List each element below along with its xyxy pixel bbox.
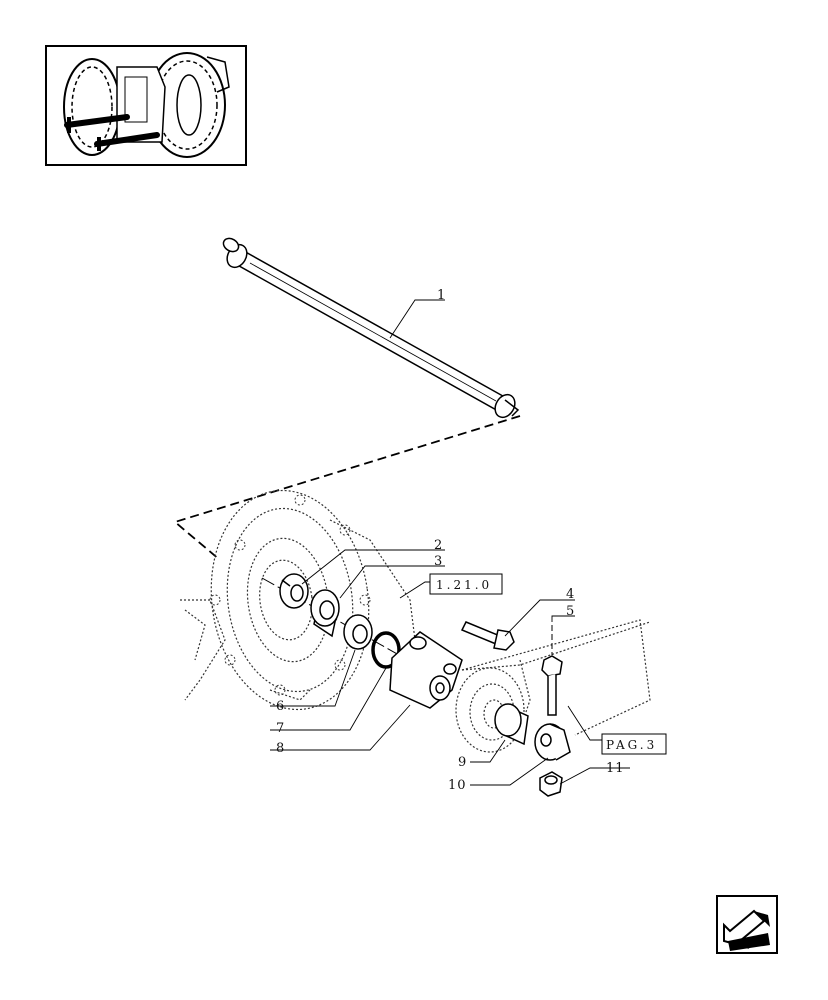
ref-box-page[interactable]: PAG.3	[601, 733, 667, 755]
ref-page-label: PAG.3	[606, 738, 657, 752]
rod-part	[222, 237, 520, 419]
flange-bolt-holes	[209, 494, 371, 696]
callout-9: 9	[458, 755, 467, 770]
callout-4: 4	[566, 587, 575, 602]
bearing-eye-part	[534, 723, 571, 761]
overview-thumbnail[interactable]	[45, 45, 247, 166]
bush-part-3	[494, 703, 529, 746]
callout-10: 10	[448, 778, 467, 793]
callout-7: 7	[276, 721, 285, 736]
callout-3: 3	[434, 554, 443, 569]
flange-support-part	[389, 631, 463, 709]
nut-part	[539, 771, 563, 797]
ref-group-label: 1.21.0	[436, 578, 492, 592]
callout-1: 1	[437, 288, 446, 303]
vertical-bolt-part	[541, 625, 563, 716]
back-navigation-button[interactable]	[716, 895, 778, 954]
connection-line	[173, 415, 521, 561]
ref-box-group[interactable]: 1.21.0	[429, 573, 503, 595]
axle-housing	[180, 489, 416, 711]
bush-part	[310, 589, 340, 638]
tractor-rear-hitch-icon	[63, 52, 230, 158]
o-ring-part	[371, 631, 401, 669]
split-ring-part	[279, 573, 309, 609]
callout-5: 5	[566, 604, 575, 619]
back-arrow-icon	[723, 909, 770, 951]
bush-part-2	[343, 614, 373, 650]
callout-2: 2	[434, 538, 443, 553]
bolt-part	[460, 621, 515, 651]
callout-6: 6	[276, 699, 285, 714]
callout-8: 8	[276, 741, 285, 756]
callout-11: 11	[606, 761, 625, 776]
